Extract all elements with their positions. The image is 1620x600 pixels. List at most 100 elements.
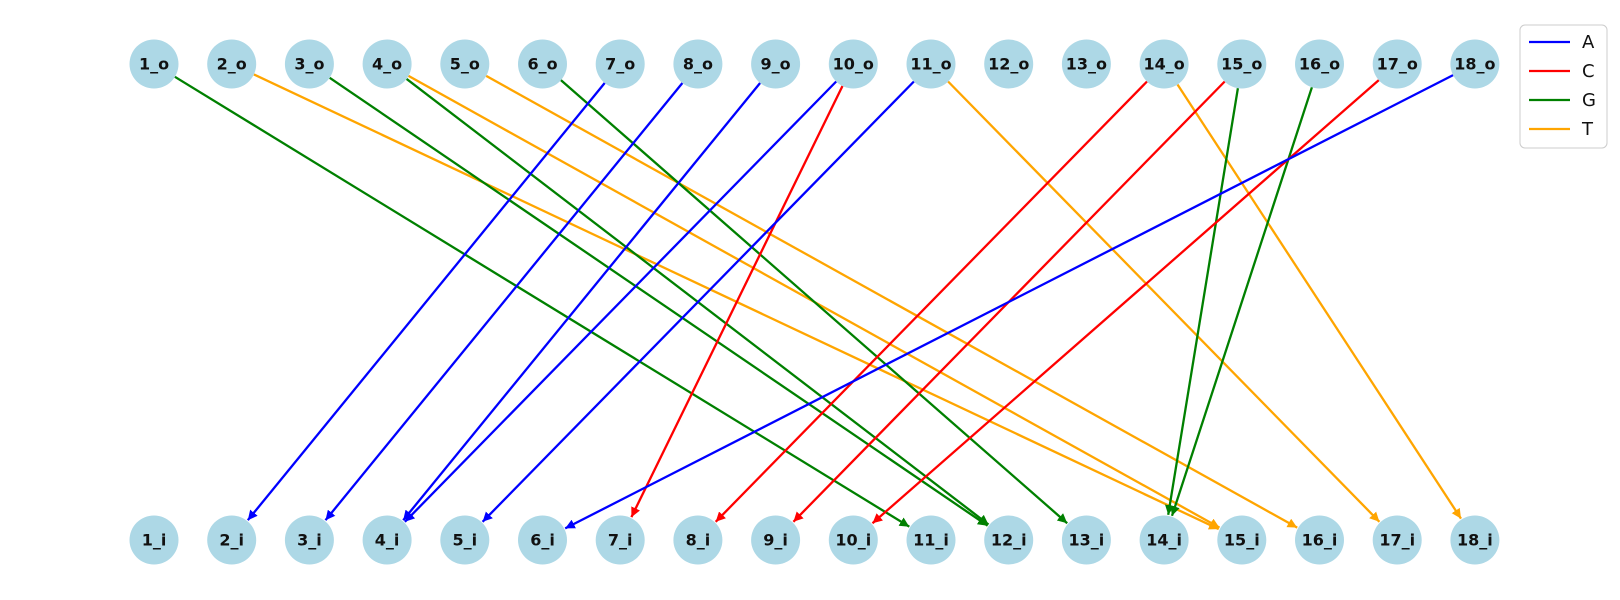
node-13_o: 13_o — [1061, 39, 1111, 89]
node-label: 11_i — [913, 531, 949, 550]
node-circle — [207, 515, 257, 565]
node-label: 7_i — [608, 531, 633, 550]
node-circle — [518, 39, 567, 89]
node-circle — [1295, 515, 1344, 565]
node-12_o: 12_o — [984, 39, 1034, 89]
edge-9_o-to-4_i — [402, 82, 761, 521]
node-circle — [751, 39, 801, 89]
node-15_i: 15_i — [1217, 515, 1267, 565]
node-label: 13_o — [1066, 55, 1107, 74]
node-12_i: 12_i — [984, 515, 1034, 565]
node-16_o: 16_o — [1295, 39, 1344, 89]
node-6_i: 6_i — [518, 515, 567, 565]
legend-item-C: C — [1529, 61, 1595, 82]
node-circle — [595, 515, 645, 565]
node-8_o: 8_o — [673, 39, 723, 89]
edge-7_o-to-2_i — [246, 82, 606, 521]
edge-11_o-to-5_i — [481, 80, 915, 523]
edge-8_o-to-3_i — [324, 82, 684, 521]
node-17_o: 17_o — [1372, 39, 1422, 89]
edge-16_o-to-14_i — [1170, 86, 1313, 517]
node-11_o: 11_o — [906, 39, 956, 89]
node-label: 5_i — [452, 531, 477, 550]
edge-6_o-to-13_i — [560, 79, 1068, 525]
node-2_i: 2_i — [207, 515, 257, 565]
legend-item-G: G — [1529, 90, 1596, 111]
node-10_o: 10_o — [828, 39, 878, 89]
node-circle — [1295, 39, 1344, 89]
edges-layer — [174, 73, 1462, 531]
node-label: 1_i — [142, 531, 167, 550]
legend-label: A — [1582, 32, 1595, 53]
node-circle — [1372, 39, 1422, 89]
node-circle — [129, 39, 179, 89]
node-circle — [284, 515, 334, 565]
node-18_o: 18_o — [1450, 39, 1500, 89]
node-15_o: 15_o — [1217, 39, 1267, 89]
node-label: 15_i — [1224, 531, 1260, 550]
edge-14_o-to-8_i — [714, 80, 1148, 523]
node-10_i: 10_i — [828, 515, 878, 565]
legend-item-A: A — [1529, 32, 1595, 53]
edge-5_o-to-16_i — [485, 74, 1298, 529]
legend-label: T — [1581, 119, 1594, 140]
node-18_i: 18_i — [1450, 515, 1500, 565]
node-3_i: 3_i — [284, 515, 334, 565]
node-label: 9_i — [763, 531, 788, 550]
node-4_i: 4_i — [362, 515, 412, 565]
node-8_i: 8_i — [673, 515, 723, 565]
edge-11_o-to-17_i — [947, 80, 1381, 523]
edge-1_o-to-11_i — [174, 75, 910, 528]
node-circle — [595, 39, 645, 89]
node-label: 16_i — [1302, 531, 1338, 550]
node-label: 18_i — [1457, 531, 1493, 550]
node-14_i: 14_i — [1139, 515, 1189, 565]
node-label: 6_i — [530, 531, 555, 550]
node-7_o: 7_o — [595, 39, 645, 89]
edge-17_o-to-10_i — [871, 79, 1380, 525]
node-label: 17_i — [1379, 531, 1415, 550]
node-circle — [518, 515, 567, 565]
node-label: 8_o — [683, 55, 713, 74]
node-circle — [362, 39, 412, 89]
node-6_o: 6_o — [518, 39, 567, 89]
node-label: 2_i — [219, 531, 244, 550]
edge-10_o-to-7_i — [630, 85, 844, 518]
edge-10_o-to-4_i — [404, 80, 838, 523]
node-9_o: 9_o — [751, 39, 801, 89]
edge-3_o-to-12_i — [329, 76, 989, 527]
node-circle — [673, 515, 723, 565]
node-label: 4_i — [375, 531, 400, 550]
node-label: 15_o — [1221, 55, 1262, 74]
node-label: 18_o — [1454, 55, 1495, 74]
node-label: 14_o — [1143, 55, 1184, 74]
node-5_o: 5_o — [440, 39, 490, 89]
node-2_o: 2_o — [207, 39, 257, 89]
node-label: 6_o — [527, 55, 557, 74]
node-circle — [751, 515, 801, 565]
node-label: 10_i — [835, 531, 871, 550]
node-circle — [828, 39, 878, 89]
node-1_i: 1_i — [129, 515, 179, 565]
legend-item-T: T — [1529, 119, 1594, 140]
node-circle — [1217, 39, 1267, 89]
node-circle — [984, 515, 1034, 565]
node-label: 5_o — [450, 55, 480, 74]
node-7_i: 7_i — [595, 515, 645, 565]
node-label: 17_o — [1377, 55, 1418, 74]
node-circle — [1061, 515, 1111, 565]
node-label: 9_o — [761, 55, 791, 74]
node-circle — [1061, 39, 1111, 89]
node-circle — [906, 39, 956, 89]
node-14_o: 14_o — [1139, 39, 1189, 89]
node-9_i: 9_i — [751, 515, 801, 565]
node-label: 1_o — [139, 55, 169, 74]
node-17_i: 17_i — [1372, 515, 1422, 565]
legend-label: C — [1582, 61, 1595, 82]
edge-14_o-to-18_i — [1176, 83, 1462, 520]
node-3_o: 3_o — [284, 39, 334, 89]
node-circle — [362, 515, 412, 565]
node-label: 3_i — [297, 531, 322, 550]
node-label: 8_i — [686, 531, 711, 550]
